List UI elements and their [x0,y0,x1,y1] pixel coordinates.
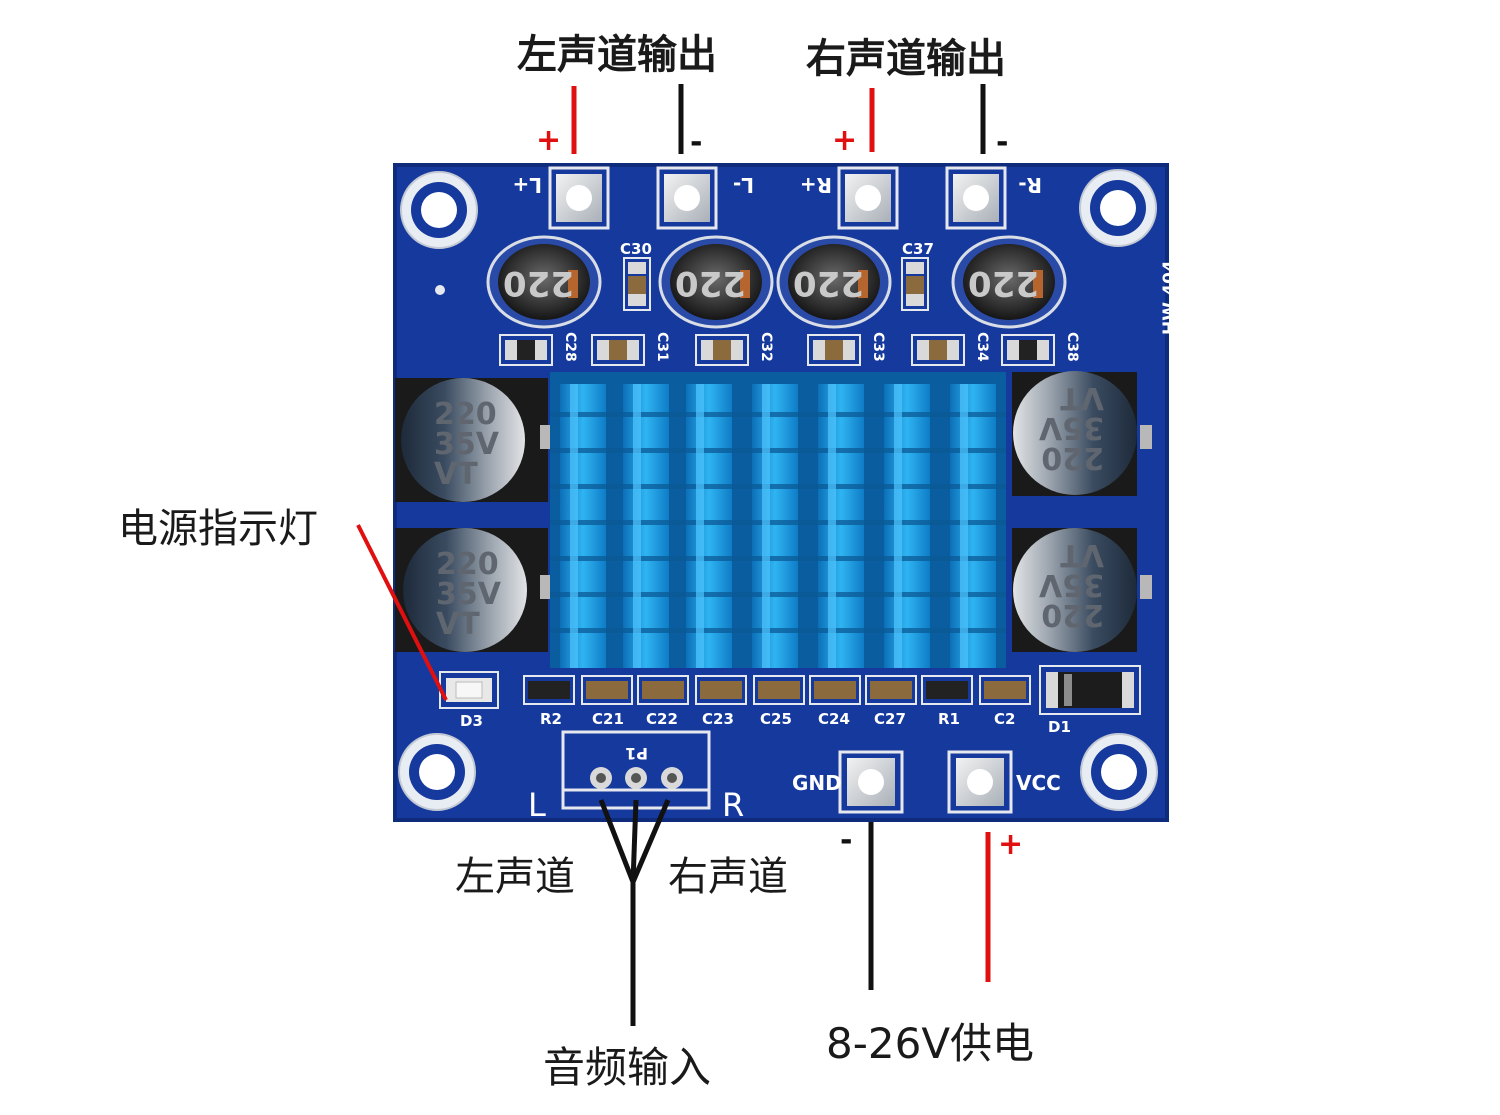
inductor-value-2: 220 [675,263,746,303]
sign-left-plus: + [536,123,562,158]
terminal-label-r-minus: R- [1018,173,1042,197]
terminal-label-l-minus: L- [733,173,754,197]
label-r2: R2 [540,710,562,728]
label-left-output: 左声道输出 [517,32,717,78]
cap3-line2: 35V [1038,410,1104,445]
inductor-value-1: 220 [503,263,574,303]
label-c27: C27 [874,710,906,728]
label-c34: C34 [974,332,990,362]
smd-row-bottom [523,675,1031,705]
label-vcc: VCC [1016,771,1061,795]
audio-input-wires [598,799,671,1026]
capacitor-c30 [623,257,651,311]
label-c25: C25 [760,710,792,728]
terminal-label-r-plus: R+ [800,173,832,197]
inductor-value-4: 220 [968,263,1039,303]
label-left-channel: 左声道 [455,854,575,900]
label-input-l: L [528,786,546,824]
label-input-r: R [722,786,744,824]
electrolytic-caps [395,371,1152,652]
cap4-line1: 220 [1041,597,1104,632]
model-label: HW-404 [1160,260,1180,335]
led-pointer-line [356,524,448,701]
label-c30: C30 [620,240,652,258]
cap3-line1: 220 [1041,440,1104,475]
label-c33: C33 [870,332,886,362]
label-gnd: GND [792,771,842,795]
sign-power-minus: - [840,823,853,858]
label-c38: C38 [1064,332,1080,362]
cap4-line2: 35V [1038,567,1104,602]
cap1-line1: 220 [434,397,497,432]
label-c24: C24 [818,710,850,728]
cap2-line1: 220 [436,547,499,582]
smd-row-top [499,334,1055,366]
diode-d1 [1039,665,1141,715]
output-wires [571,84,986,154]
inductor-value-3: 220 [793,263,864,303]
cap1-line2: 35V [434,427,500,462]
cap2-line3: VT [436,607,480,642]
sign-power-plus: + [998,827,1024,862]
label-c37: C37 [902,240,934,258]
sign-left-minus: - [690,125,703,160]
label-c31: C31 [654,332,670,362]
label-audio-input: 音频输入 [543,1043,712,1092]
label-d3: D3 [460,712,483,730]
label-c32: C32 [758,332,774,362]
label-c22: C22 [646,710,678,728]
label-c2: C2 [994,710,1015,728]
label-c28: C28 [562,332,578,362]
terminal-label-l-plus: L+ [512,173,542,197]
power-terminals [838,750,1013,814]
inductors [486,235,1067,329]
sign-right-minus: - [996,125,1009,160]
label-right-channel: 右声道 [668,854,788,900]
power-wires [868,822,991,990]
audio-input-header [561,730,711,810]
label-c23: C23 [702,710,734,728]
label-power-supply: 8-26V供电 [826,1019,1035,1068]
sign-right-plus: + [832,123,858,158]
capacitor-c37 [901,257,929,311]
output-terminals [548,166,1007,230]
label-c21: C21 [592,710,624,728]
cap4-line3: VT [1060,537,1104,572]
label-right-output: 右声道输出 [806,36,1006,82]
cap2-line2: 35V [436,577,502,612]
label-power-indicator: 电源指示灯 [118,506,318,552]
label-p1: P1 [625,744,648,763]
cap1-line3: VT [434,457,478,492]
cap3-line3: VT [1060,380,1104,415]
label-r1: R1 [938,710,960,728]
heatsink [550,372,1006,668]
label-d1: D1 [1048,718,1071,736]
